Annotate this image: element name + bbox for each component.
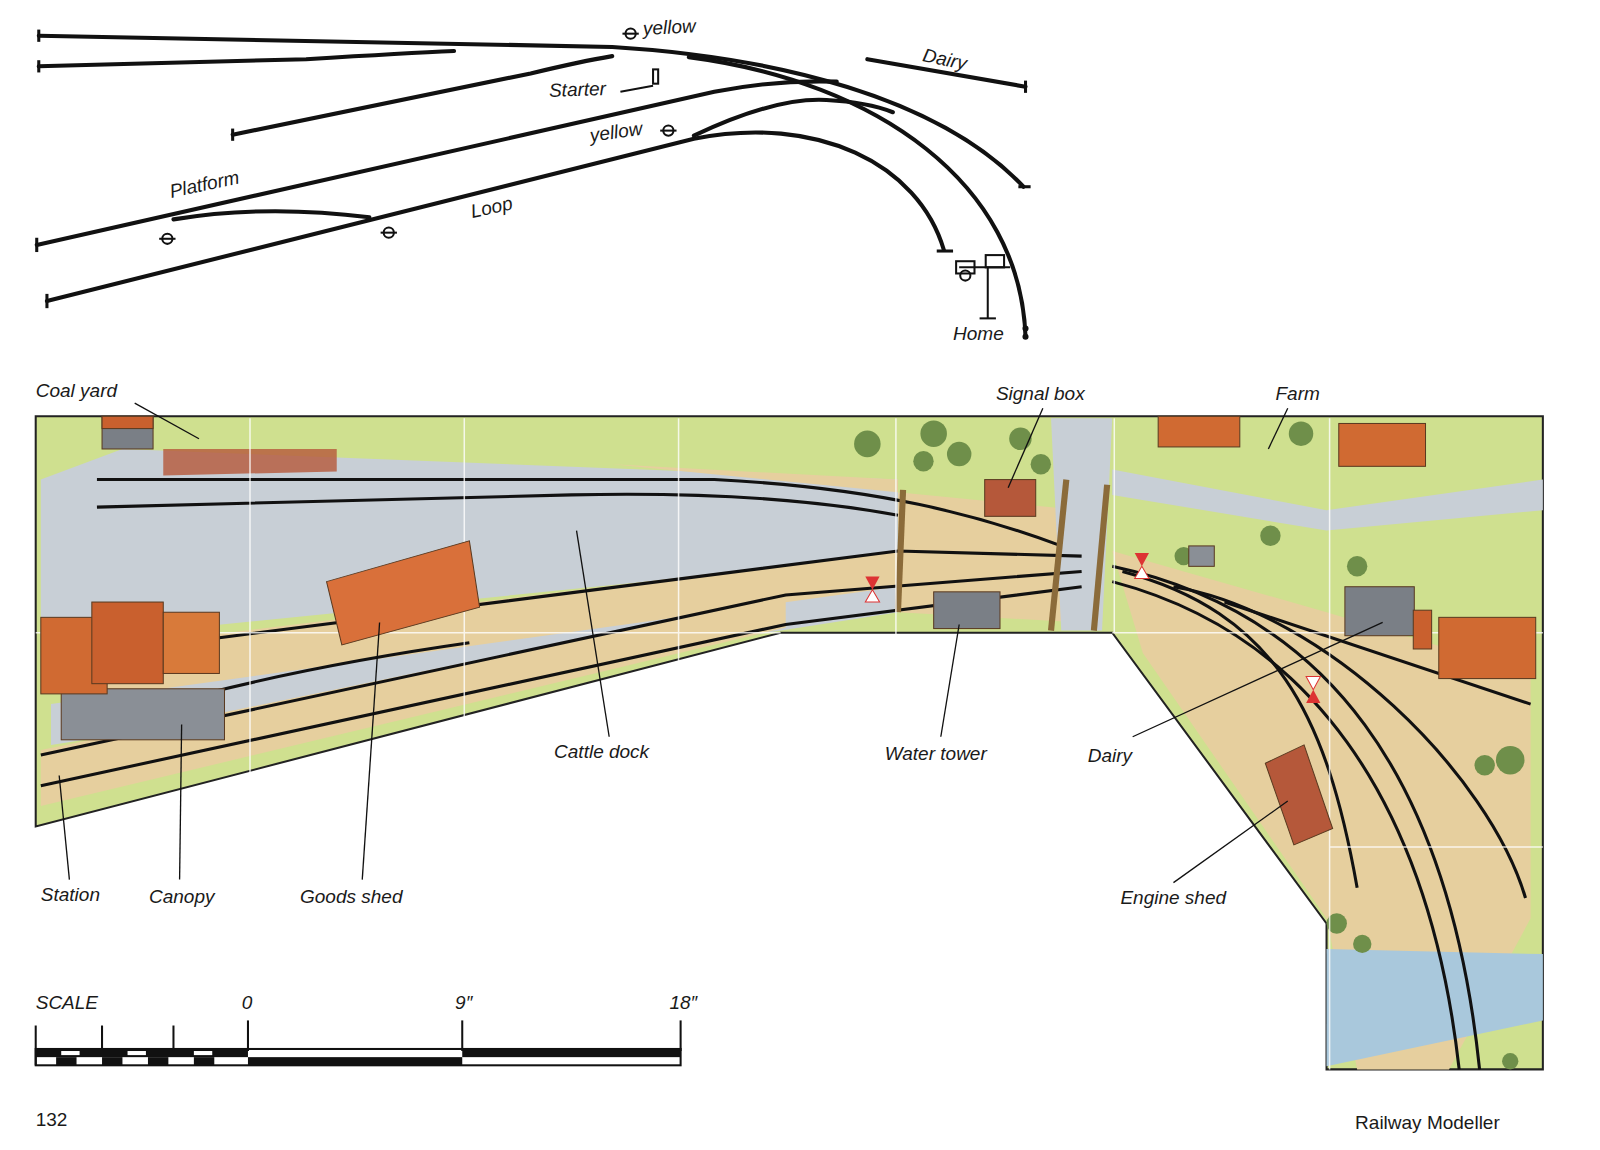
magazine-name: Railway Modeller	[1355, 1113, 1500, 1134]
scale-label: 9″	[455, 993, 472, 1014]
feature-label: Cattle dock	[554, 742, 649, 763]
scale-label: SCALE	[36, 993, 98, 1014]
feature-label: Dairy	[1088, 746, 1132, 767]
buildings	[41, 416, 1536, 845]
feature-label: Water tower	[885, 744, 987, 765]
leader-lines	[59, 403, 1382, 883]
board-track	[41, 480, 1531, 1070]
signal-label: yellow	[588, 118, 643, 146]
board-grid	[36, 418, 1543, 1069]
scale-label: 0	[242, 993, 253, 1014]
bridges	[898, 480, 1107, 631]
buffer-stops	[37, 30, 1031, 309]
signal-label: Starter	[549, 79, 607, 102]
scale-bar	[36, 1020, 681, 1065]
feature-label: Canopy	[149, 887, 215, 908]
board-signals	[865, 553, 1320, 703]
signal-symbols	[159, 29, 1027, 339]
scale-label: 18″	[669, 993, 697, 1014]
feature-label: Coal yard	[36, 381, 117, 402]
track-label: Loop	[469, 193, 515, 222]
feature-label: Goods shed	[300, 887, 402, 908]
feature-label: Station	[41, 885, 100, 906]
signal-label: Home	[953, 324, 1004, 345]
feature-label: Farm	[1276, 384, 1320, 405]
trees	[854, 420, 1524, 1069]
schematic-track	[37, 36, 1026, 337]
signal-label: yellow	[642, 17, 696, 41]
track-label: Platform	[168, 167, 242, 202]
feature-label: Signal box	[996, 384, 1085, 405]
baseboard	[36, 416, 1543, 1069]
page-number: 132	[36, 1110, 68, 1131]
feature-label: Engine shed	[1120, 888, 1226, 909]
